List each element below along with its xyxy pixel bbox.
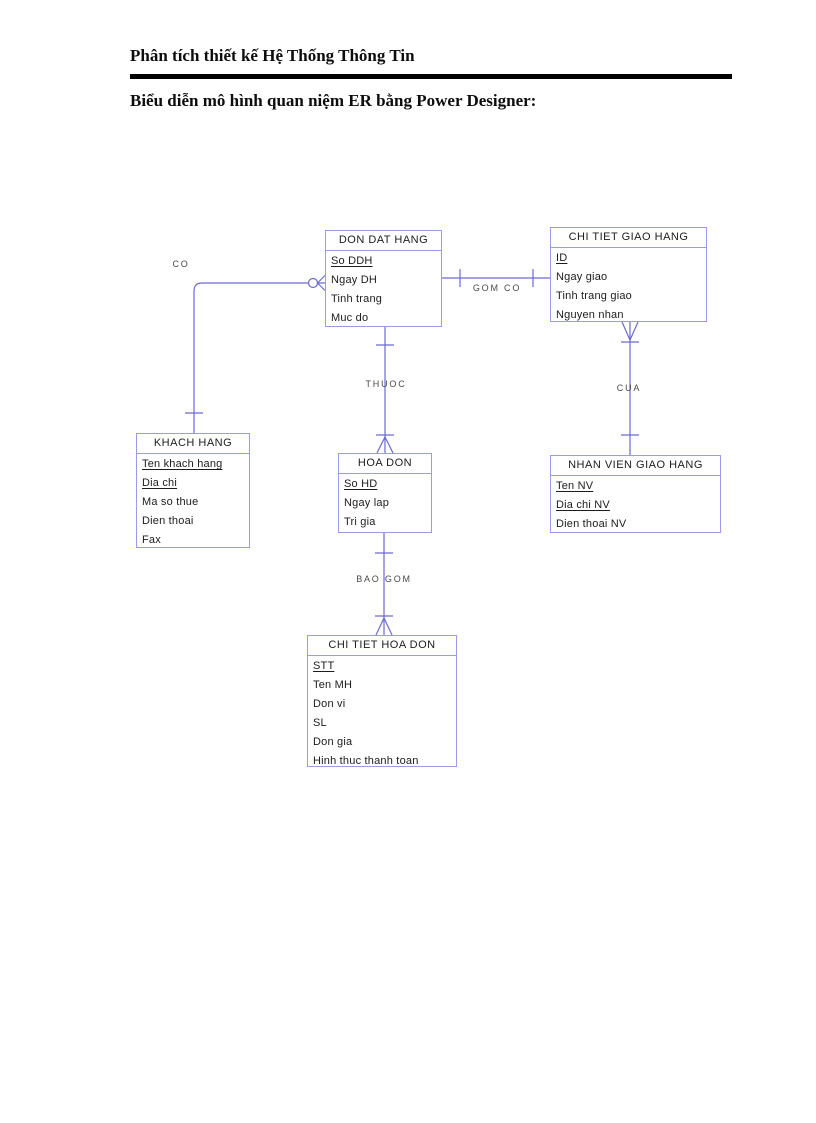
attribute: STT (313, 660, 335, 672)
entity-title: CHI TIET GIAO HANG (551, 228, 706, 248)
entity-title: NHAN VIEN GIAO HANG (551, 456, 720, 476)
attribute: Don gia (313, 736, 353, 748)
connector-thuoc (376, 327, 394, 454)
attribute: Hinh thuc thanh toan (313, 755, 419, 767)
attribute: Ma so thue (142, 496, 199, 508)
entity-title: KHACH HANG (137, 434, 249, 454)
document-header-title: Phân tích thiết kế Hệ Thống Thông Tin (130, 46, 415, 65)
relationship-label-thuoc: THUOC (365, 379, 407, 389)
connector-cua (621, 321, 639, 455)
entity-title: DON DAT HANG (326, 231, 441, 251)
attribute-list: STT Ten MH Don vi SL Don gia Hinh thuc t… (308, 656, 456, 771)
attribute-list: Ten NV Dia chi NV Dien thoai NV (551, 476, 720, 534)
entity-khach-hang: KHACH HANG Ten khach hang Dia chi Ma so … (136, 433, 250, 548)
entity-chi-tiet-giao-hang: CHI TIET GIAO HANG ID Ngay giao Tinh tra… (550, 227, 707, 322)
connector-co (185, 275, 326, 433)
attribute: Ten khach hang (142, 458, 223, 470)
attribute-list: So HD Ngay lap Tri gia (339, 474, 431, 532)
attribute: Dia chi NV (556, 499, 610, 511)
section-title: Biểu diễn mô hình quan niệm ER bằng Powe… (130, 91, 537, 110)
attribute: Dia chi (142, 477, 178, 489)
attribute: Ngay giao (556, 271, 608, 283)
relationship-label-co: CO (172, 259, 190, 269)
entity-nhan-vien-giao-hang: NHAN VIEN GIAO HANG Ten NV Dia chi NV Di… (550, 455, 721, 533)
attribute: Nguyen nhan (556, 309, 624, 321)
entity-title: CHI TIET HOA DON (308, 636, 456, 656)
entity-hoa-don: HOA DON So HD Ngay lap Tri gia (338, 453, 432, 533)
attribute: Don vi (313, 698, 346, 710)
attribute: So DDH (331, 255, 373, 267)
entity-chi-tiet-hoa-don: CHI TIET HOA DON STT Ten MH Don vi SL Do… (307, 635, 457, 767)
attribute: SL (313, 717, 327, 729)
relationship-label-gom-co: GOM CO (472, 283, 522, 293)
attribute: Tinh trang giao (556, 290, 632, 302)
attribute-list: Ten khach hang Dia chi Ma so thue Dien t… (137, 454, 249, 550)
attribute: Tri gia (344, 516, 376, 528)
attribute: Muc do (331, 312, 369, 324)
entity-don-dat-hang: DON DAT HANG So DDH Ngay DH Tinh trang M… (325, 230, 442, 327)
connector-bao-gom (375, 533, 393, 636)
attribute: Dien thoai NV (556, 518, 627, 530)
relationship-label-cua: CUA (616, 383, 642, 393)
attribute: Ten MH (313, 679, 353, 691)
attribute: Ngay DH (331, 274, 378, 286)
attribute: Dien thoai (142, 515, 194, 527)
attribute: Tinh trang (331, 293, 383, 305)
attribute: ID (556, 252, 568, 264)
attribute: Ngay lap (344, 497, 390, 509)
attribute-list: ID Ngay giao Tinh trang giao Nguyen nhan (551, 248, 706, 325)
entity-title: HOA DON (339, 454, 431, 474)
attribute: Fax (142, 534, 161, 546)
attribute: So HD (344, 478, 378, 490)
attribute-list: So DDH Ngay DH Tinh trang Muc do (326, 251, 441, 328)
connector-gom-co (442, 269, 550, 287)
header-rule (130, 74, 732, 79)
relationship-label-bao-gom: BAO GOM (356, 574, 412, 584)
attribute: Ten NV (556, 480, 594, 492)
